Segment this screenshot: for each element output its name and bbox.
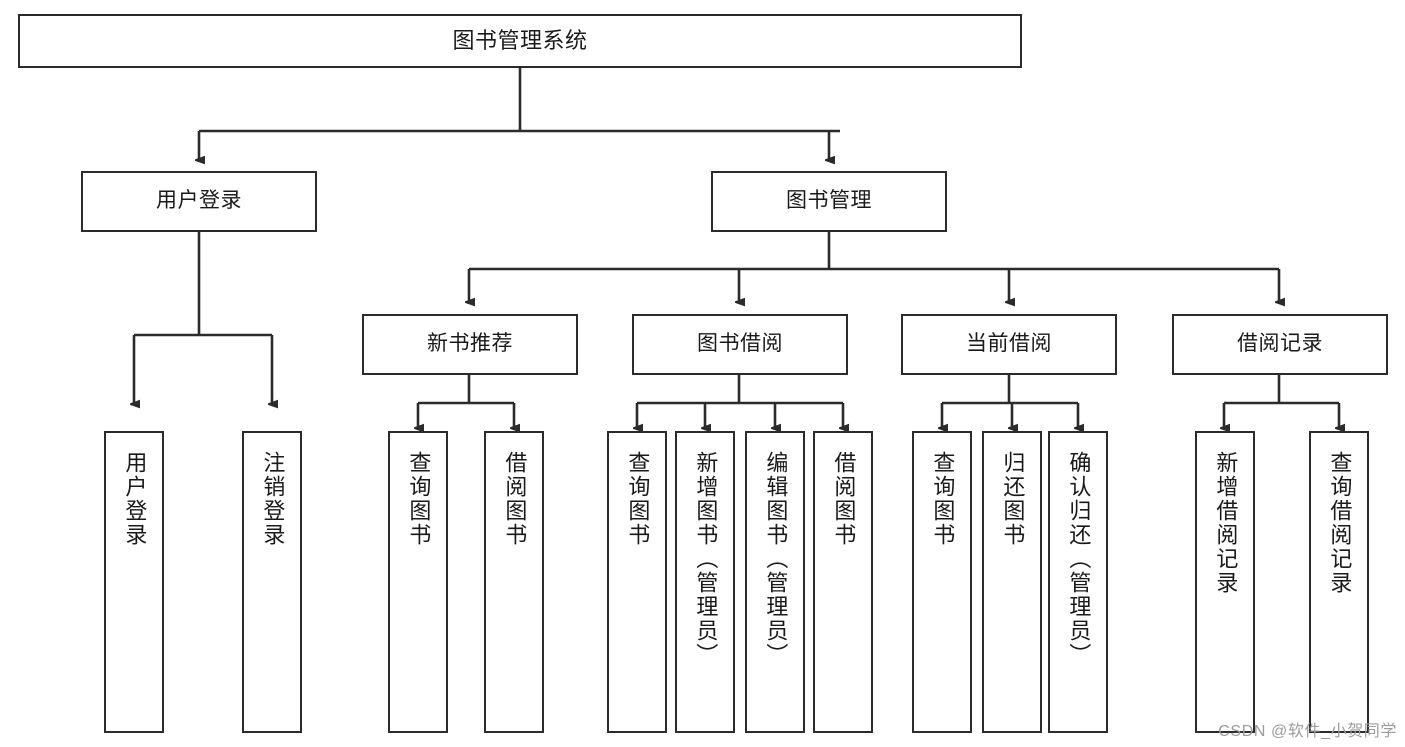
leaf-label: 编辑图书（管理员）: [763, 451, 789, 667]
leaf-label: 查询图书: [930, 451, 956, 547]
node-current-borrow[interactable]: 当前借阅: [901, 314, 1117, 375]
leaf-user-login-signin[interactable]: 用户登录: [104, 431, 164, 733]
leaf-label: 归还图书: [1000, 451, 1026, 547]
leaf-current-confirm-return-admin[interactable]: 确认归还（管理员）: [1048, 431, 1108, 733]
leaf-label: 用户登录: [122, 451, 148, 547]
leaf-borrow-edit-book-admin[interactable]: 编辑图书（管理员）: [745, 431, 805, 733]
node-new-book-recommend[interactable]: 新书推荐: [362, 314, 578, 375]
leaf-label: 借阅图书: [502, 451, 528, 547]
leaf-current-query-book[interactable]: 查询图书: [912, 431, 972, 733]
leaf-label: 查询图书: [625, 451, 651, 547]
leaf-label: 确认归还（管理员）: [1066, 451, 1092, 667]
node-book-borrow[interactable]: 图书借阅: [632, 314, 848, 375]
leaf-label: 查询借阅记录: [1327, 451, 1353, 595]
node-current-borrow-label: 当前借阅: [966, 332, 1052, 356]
leaf-borrow-borrow-book[interactable]: 借阅图书: [813, 431, 873, 733]
node-book-borrow-label: 图书借阅: [697, 332, 783, 356]
leaf-borrow-add-book-admin[interactable]: 新增图书（管理员）: [675, 431, 735, 733]
node-user-login-label: 用户登录: [156, 189, 242, 213]
node-root[interactable]: 图书管理系统: [18, 14, 1022, 68]
leaf-borrow-query-book[interactable]: 查询图书: [607, 431, 667, 733]
leaf-recommend-query-book[interactable]: 查询图书: [388, 431, 448, 733]
leaf-record-query-record[interactable]: 查询借阅记录: [1309, 431, 1369, 733]
leaf-recommend-borrow-book[interactable]: 借阅图书: [484, 431, 544, 733]
node-user-login[interactable]: 用户登录: [81, 171, 317, 232]
leaf-label: 借阅图书: [831, 451, 857, 547]
leaf-current-return-book[interactable]: 归还图书: [982, 431, 1042, 733]
leaf-label: 新增图书（管理员）: [693, 451, 719, 667]
node-book-management-label: 图书管理: [786, 189, 872, 213]
node-borrow-record[interactable]: 借阅记录: [1172, 314, 1388, 375]
leaf-user-login-signout[interactable]: 注销登录: [242, 431, 302, 733]
watermark: CSDN @软件_小贺同学: [1218, 723, 1397, 740]
leaf-label: 新增借阅记录: [1213, 451, 1239, 595]
node-new-book-recommend-label: 新书推荐: [427, 332, 513, 356]
node-borrow-record-label: 借阅记录: [1237, 332, 1323, 356]
node-book-management[interactable]: 图书管理: [711, 171, 947, 232]
leaf-record-add-record[interactable]: 新增借阅记录: [1195, 431, 1255, 733]
leaf-label: 注销登录: [260, 451, 286, 547]
node-root-label: 图书管理系统: [452, 28, 588, 54]
leaf-label: 查询图书: [406, 451, 432, 547]
